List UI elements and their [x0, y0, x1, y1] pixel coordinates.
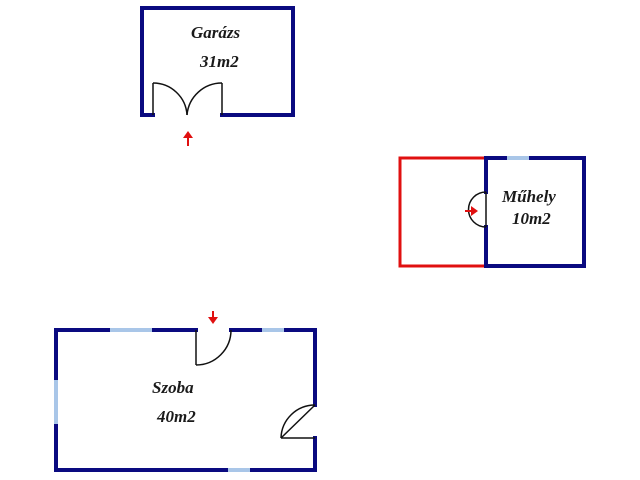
living-room-walls — [54, 328, 317, 472]
living-room-window-top-right — [262, 328, 284, 332]
living-room-window-top-left — [110, 328, 152, 332]
garage-name: Garázs — [191, 23, 241, 42]
living-room-entry-door — [195, 329, 232, 366]
workshop-door — [467, 191, 487, 228]
workshop-extension-outline — [398, 156, 486, 268]
garage-room: Garázs 31m2 — [140, 6, 295, 146]
living-room-window-bottom — [228, 468, 250, 472]
workshop-walls — [484, 156, 586, 268]
living-room-name: Szoba — [152, 378, 194, 397]
workshop-name: Műhely — [501, 187, 556, 206]
garage-double-door — [152, 82, 223, 116]
garage-area: 31m2 — [199, 52, 239, 71]
living-room-entry-arrow — [208, 311, 218, 324]
workshop-area: 10m2 — [512, 209, 551, 228]
living-room-area: 40m2 — [156, 407, 196, 426]
workshop-window — [507, 156, 529, 160]
workshop-room: Műhely 10m2 — [398, 156, 586, 268]
living-room: Szoba 40m2 — [54, 311, 317, 472]
garage-entry-arrow — [183, 131, 193, 146]
workshop-entry-arrow — [465, 206, 478, 216]
garage-walls — [140, 6, 295, 117]
living-room-window-left — [54, 380, 58, 424]
living-room-side-door — [280, 404, 316, 439]
